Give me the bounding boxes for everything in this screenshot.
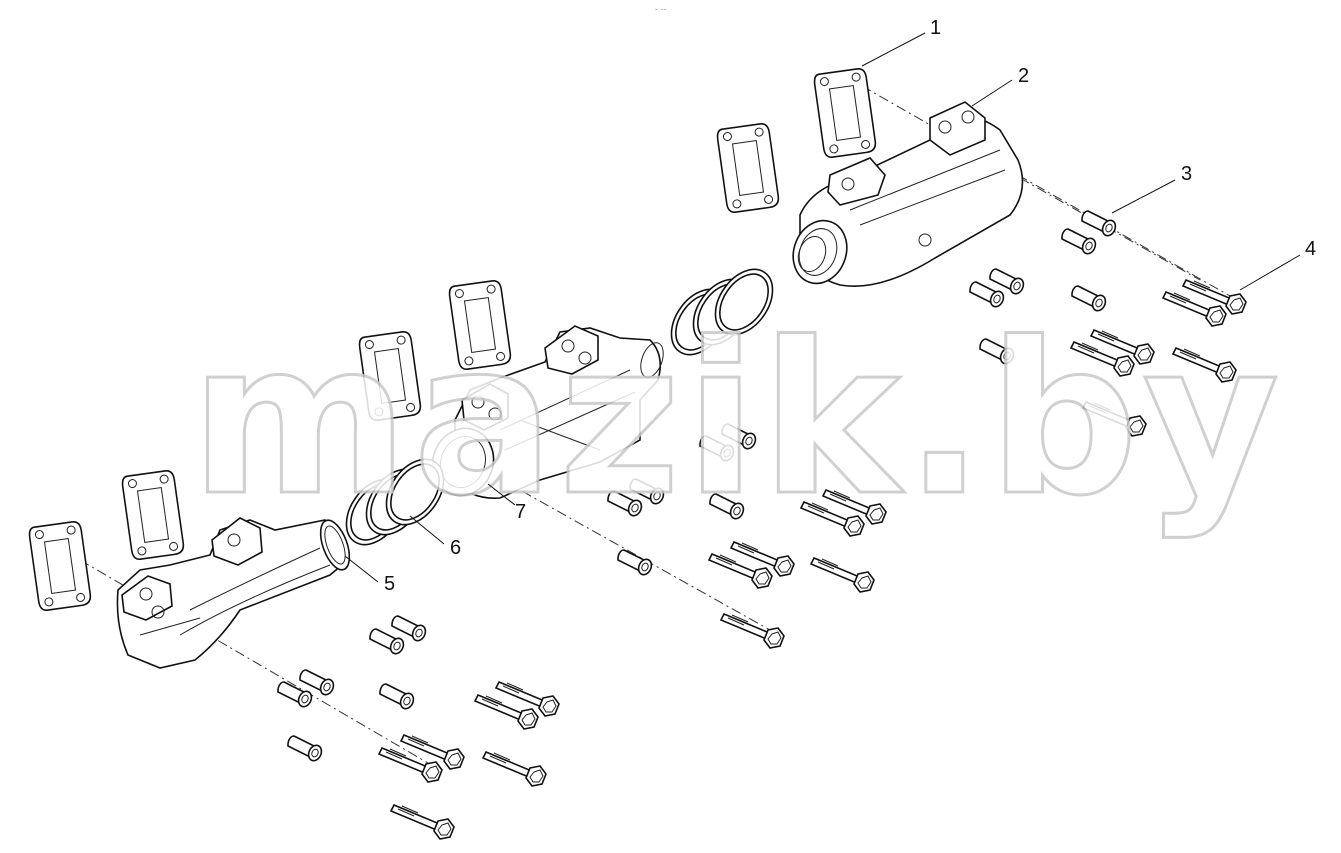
- manifold-middle-section: [431, 325, 664, 499]
- gasket-5: [120, 468, 186, 562]
- leader-lines: [344, 32, 1301, 583]
- callout-6: 6: [450, 537, 461, 559]
- callout-3: 3: [1181, 163, 1192, 185]
- callout-1: 1: [930, 17, 941, 39]
- manifold-rear-section: [792, 101, 1024, 287]
- gasket-6: [27, 519, 93, 613]
- callout-4: 4: [1305, 238, 1316, 260]
- callout-7: 7: [515, 501, 526, 523]
- watermark: mazik.by: [190, 297, 1283, 542]
- gasket-2: [715, 121, 781, 215]
- callout-2: 2: [1018, 65, 1029, 87]
- callout-5: 5: [384, 573, 395, 595]
- manifold-front-section: [116, 517, 351, 669]
- gasket-1: [812, 66, 878, 160]
- top-mark: - --: [655, 4, 667, 14]
